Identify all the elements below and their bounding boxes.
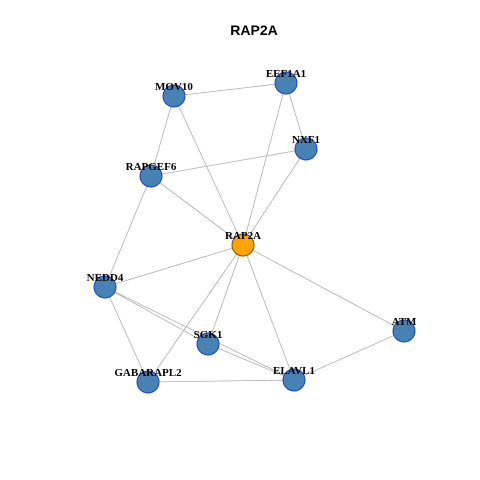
edge-sgk1-elavl1 <box>207 343 295 381</box>
node-nedd4[interactable] <box>93 275 117 299</box>
edge-rap2a-sgk1 <box>207 244 244 345</box>
node-label-rap2a: RAP2A <box>225 230 261 242</box>
edge-gabarapl2-elavl1 <box>147 379 295 383</box>
edge-rapgef6-nedd4 <box>104 175 152 288</box>
edge-mov10-rapgef6 <box>150 95 175 177</box>
node-label-mov10: MOV10 <box>155 81 193 93</box>
node-nxf1[interactable] <box>294 137 318 161</box>
edge-nedd4-elavl1 <box>104 286 295 381</box>
node-label-elavl1: ELAVL1 <box>273 365 315 377</box>
node-label-rapgef6: RAPGEF6 <box>126 161 177 173</box>
edge-mov10-eef1a1 <box>173 82 287 97</box>
node-rap2a[interactable] <box>231 233 255 257</box>
edge-rap2a-gabarapl2 <box>147 244 244 383</box>
node-mov10[interactable] <box>162 84 186 108</box>
node-rapgef6[interactable] <box>139 164 163 188</box>
edge-rap2a-atm <box>242 244 405 332</box>
node-label-gabarapl2: GABARAPL2 <box>114 367 182 379</box>
node-label-eef1a1: EEF1A1 <box>266 68 306 80</box>
edge-rap2a-nedd4 <box>104 244 244 288</box>
edge-rapgef6-rap2a <box>150 175 244 246</box>
node-layer <box>93 71 416 394</box>
edge-mov10-rap2a <box>173 95 244 246</box>
edge-eef1a1-rap2a <box>242 82 287 246</box>
node-atm[interactable] <box>392 319 416 343</box>
edge-atm-elavl1 <box>293 330 405 381</box>
node-eef1a1[interactable] <box>274 71 298 95</box>
diagram-title: RAP2A <box>230 22 277 38</box>
edge-nedd4-sgk1 <box>104 286 209 345</box>
edge-rap2a-elavl1 <box>242 244 295 381</box>
node-label-atm: ATM <box>392 316 417 328</box>
edge-nxf1-rapgef6 <box>150 148 307 177</box>
node-gabarapl2[interactable] <box>136 370 160 394</box>
node-label-nxf1: NXF1 <box>292 134 320 146</box>
node-label-nedd4: NEDD4 <box>87 272 124 284</box>
node-sgk1[interactable] <box>196 332 220 356</box>
edge-nxf1-rap2a <box>242 148 307 246</box>
edge-nedd4-gabarapl2 <box>104 286 149 383</box>
node-label-sgk1: SGK1 <box>194 329 223 341</box>
edge-layer <box>104 82 405 383</box>
node-elavl1[interactable] <box>282 368 306 392</box>
